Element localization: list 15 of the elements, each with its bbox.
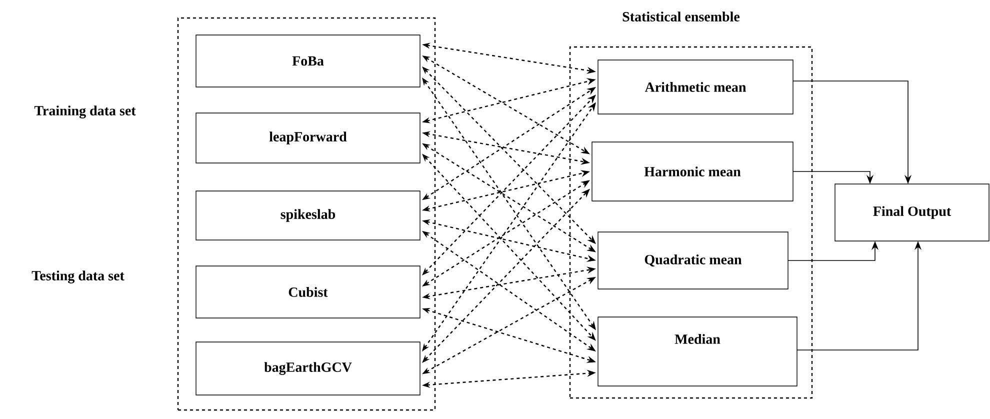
process-box: FoBa (196, 34, 420, 88)
process-box: Harmonic mean (592, 142, 794, 202)
group-box (177, 17, 436, 411)
process-box: leapForward (196, 112, 420, 164)
process-box: Arithmetic mean (598, 60, 794, 114)
group-title: Statistical ensemble (622, 12, 740, 22)
process-box: bagEarthGCV (196, 342, 420, 396)
process-box: Median (598, 316, 798, 386)
side-label: Training data set (34, 106, 136, 118)
process-box: Cubist (196, 266, 420, 318)
group-box (569, 46, 813, 399)
process-box: Quadratic mean (598, 232, 788, 290)
process-box: spikeslab (196, 190, 420, 240)
process-box: Final Output (834, 184, 990, 242)
side-label: Testing data set (32, 270, 124, 284)
